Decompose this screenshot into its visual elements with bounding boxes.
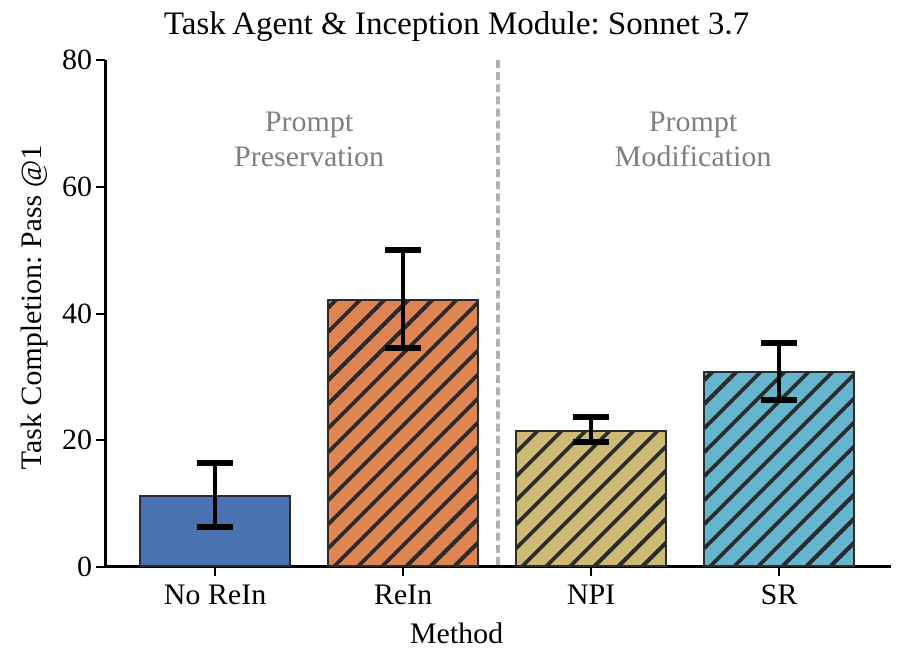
annotation-line-2: Modification: [614, 140, 772, 174]
error-bar-cap-lower: [385, 345, 421, 352]
error-bar-stem: [213, 463, 217, 528]
bar-rein: [327, 298, 479, 567]
error-bar-cap-upper: [573, 414, 609, 421]
error-bar-cap-upper: [197, 460, 233, 467]
group-divider-line: [496, 60, 500, 565]
x-tick-label-sr: SR: [760, 578, 798, 611]
y-tick-label: 80: [62, 43, 92, 76]
x-axis-label: Method: [409, 617, 504, 650]
bar-npi: [515, 430, 667, 567]
y-tick-mark: [96, 566, 105, 568]
y-axis-line: [104, 60, 107, 568]
bar-no-rein: [139, 494, 291, 567]
y-tick-mark: [96, 59, 105, 61]
y-tick-label: 60: [62, 169, 92, 203]
error-bar-cap-lower: [197, 524, 233, 531]
x-tick-mark: [778, 567, 780, 576]
chart-title: Task Agent & Inception Module: Sonnet 3.…: [163, 6, 750, 42]
x-tick-label-no-rein: No ReIn: [163, 578, 267, 611]
annotation-line-2: Preservation: [234, 140, 384, 174]
y-tick-label: 20: [62, 423, 92, 457]
y-tick-label: 0: [77, 550, 92, 583]
annotation-line-1: Prompt: [264, 105, 354, 138]
x-tick-mark: [590, 567, 592, 576]
annotation-line-1: Prompt: [648, 105, 738, 138]
x-tick-label-npi: NPI: [566, 578, 616, 611]
error-bar-stem: [777, 342, 781, 401]
error-bar-cap-upper: [761, 339, 797, 346]
error-bar-cap-upper: [385, 247, 421, 254]
error-bar-stem: [589, 417, 593, 442]
x-tick-label-rein: ReIn: [373, 578, 433, 611]
y-tick-mark: [96, 439, 105, 442]
x-tick-mark: [214, 567, 216, 576]
error-bar-cap-lower: [761, 397, 797, 404]
error-bar-cap-lower: [573, 438, 609, 445]
y-tick-mark: [96, 185, 105, 188]
y-tick-mark: [96, 312, 105, 315]
y-tick-label: 40: [62, 296, 92, 330]
error-bar-stem: [401, 250, 405, 349]
x-tick-mark: [402, 567, 404, 576]
x-axis-line: [104, 565, 891, 568]
